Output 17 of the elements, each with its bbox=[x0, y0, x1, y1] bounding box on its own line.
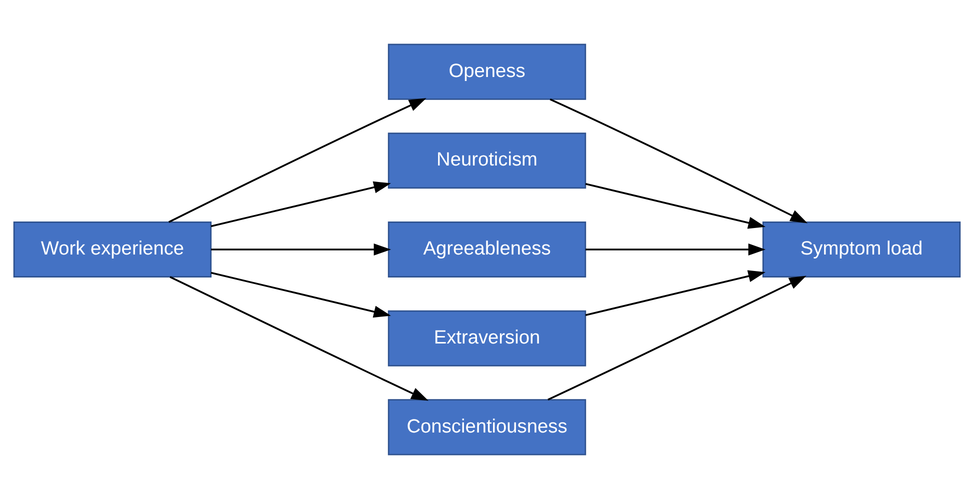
arrow bbox=[548, 276, 806, 400]
node-box: Extraversion bbox=[388, 310, 586, 366]
node-box: Symptom load bbox=[762, 221, 961, 278]
arrow bbox=[550, 98, 808, 224]
arrow bbox=[586, 243, 766, 256]
node-box: Openess bbox=[388, 44, 586, 100]
node-box: Conscientiousness bbox=[388, 399, 586, 456]
arrow bbox=[210, 181, 391, 228]
node-box: Agreeableness bbox=[388, 221, 586, 278]
node-box: Neuroticism bbox=[388, 132, 586, 189]
arrow bbox=[585, 270, 766, 316]
arrow bbox=[210, 272, 391, 318]
arrow bbox=[585, 183, 766, 229]
arrow bbox=[170, 276, 428, 401]
arrow bbox=[211, 243, 392, 256]
arrow bbox=[168, 98, 426, 223]
node-box: Work experience bbox=[13, 221, 212, 278]
